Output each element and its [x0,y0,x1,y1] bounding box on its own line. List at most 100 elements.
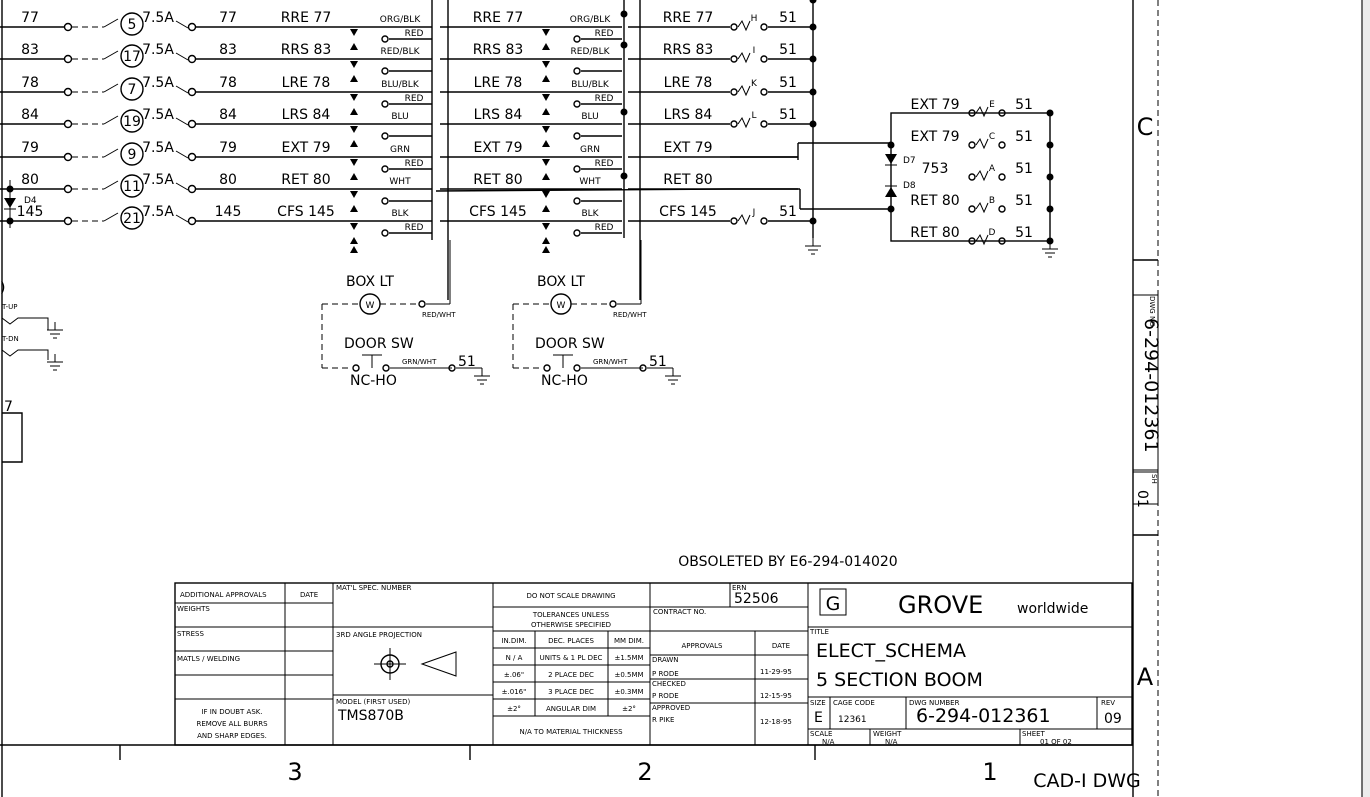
terminal-circle [573,67,581,75]
circuit-label: RRS 83 [281,42,332,58]
wire-color: BLK [391,209,409,219]
connector-pin: D [989,228,996,238]
scale-value: N/A [822,738,835,746]
stamp-dwg-number: 6-294-012361 [1140,318,1162,453]
terminal-circle [187,22,197,32]
junction-dot [620,41,628,49]
terminal-circle [381,132,389,140]
junction-dot [6,185,14,193]
circuit-label: LRS 84 [282,107,331,123]
terminal-circle [187,87,197,97]
box-number: 7 [4,399,13,415]
connector-pin: E [989,100,995,110]
ground-label: 51 [779,42,797,58]
bus-lines: D4 [4,0,821,300]
terminal-circle [381,100,389,108]
terminal-circle [448,364,456,372]
diode-label: D4 [24,196,37,206]
terminal-circle [760,120,768,128]
pin-triangle [542,94,550,101]
fuse-link [175,52,189,61]
fuse-number: 19 [123,114,141,130]
dwg-number-value: 6-294-012361 [916,705,1051,727]
connector-pin: H [751,14,758,24]
circuit-label: RRE 77 [473,10,524,26]
resistor-glyph [975,105,989,118]
fuse-circle [120,109,144,133]
diode-d4: D4 [4,180,37,228]
resistor-glyph [975,169,989,182]
circuit-label: RET 80 [910,225,959,241]
approved-date: 12-18-95 [760,718,792,726]
scrollbar-track[interactable] [1362,0,1370,797]
fuse-link [103,18,119,28]
company-logo: G [819,588,847,616]
terminal-circle [63,216,73,226]
fuse-link [103,50,119,60]
cage-value: 12361 [838,715,867,725]
return-color: RED [405,159,424,169]
pin-triangle [542,205,550,212]
terminal-circle [63,87,73,97]
fuse-circle [120,174,144,198]
title-line-2: 5 SECTION BOOM [816,669,983,691]
pin-triangle [350,61,358,68]
pin-triangle [542,159,550,166]
terminal-circle [998,237,1006,245]
left-paren: ) [0,280,5,296]
pin-triangle [542,140,550,147]
ground-symbol [474,368,490,385]
fuse-link [175,85,189,94]
fuse-amp: 7.5A [142,75,174,91]
circuit-label: EXT 79 [910,129,959,145]
switch-link [1,317,49,330]
company-name: GROVE [898,591,983,619]
box-light-label: BOX LT [346,274,394,290]
junction-dot [620,108,628,116]
stress-label: STRESS [177,630,204,638]
title-label: TITLE [809,628,829,636]
wire-color: BLK [581,209,599,219]
pin-triangle [350,75,358,82]
ground-symbol [665,368,681,385]
fuse-number: 17 [123,49,141,65]
ground-label: 51 [458,354,476,370]
pin-triangle [542,173,550,180]
terminal-circle [968,141,976,149]
tolerance-header: IN.DIM. [501,637,526,645]
connector-pin: C [989,132,995,142]
wire-number: 79 [219,140,237,156]
circuit-label: CFS 145 [469,204,527,220]
tolerance-cell: ±2° [507,705,521,713]
terminal-circle [63,22,73,32]
fuse-number: 7 [128,82,137,98]
circuit-label: RET 80 [910,193,959,209]
circuit-label: RET 80 [663,172,712,188]
model-label: MODEL (FIRST USED) [336,698,410,706]
tolerance-cell: N / A [506,654,523,662]
circuit-label: EXT 79 [910,97,959,113]
terminal-circle [760,55,768,63]
circuit-label: RRE 77 [281,10,332,26]
terminal-circle [352,364,360,372]
ground-label: 51 [779,204,797,220]
tolerance-cell: ANGULAR DIM [546,705,596,713]
junction-dot [1046,141,1054,149]
ern-label: ERN [732,584,747,592]
obsoleted-note: OBSOLETED BY E6-294-014020 [678,554,897,570]
pin-triangle [542,191,550,198]
terminal-circle [381,197,389,205]
drawn-name: P RODE [652,670,679,678]
projection-symbol [374,648,457,680]
wire-color: WHT [389,177,411,187]
projection-cone [420,651,457,677]
return-color: RED [405,223,424,233]
terminal-circle [187,54,197,64]
burr-note: REMOVE ALL BURRS [196,720,268,728]
pin-triangle [350,140,358,147]
pin-triangle [350,223,358,230]
ground-label: 51 [779,107,797,123]
fuse-amp: 7.5A [142,10,174,26]
